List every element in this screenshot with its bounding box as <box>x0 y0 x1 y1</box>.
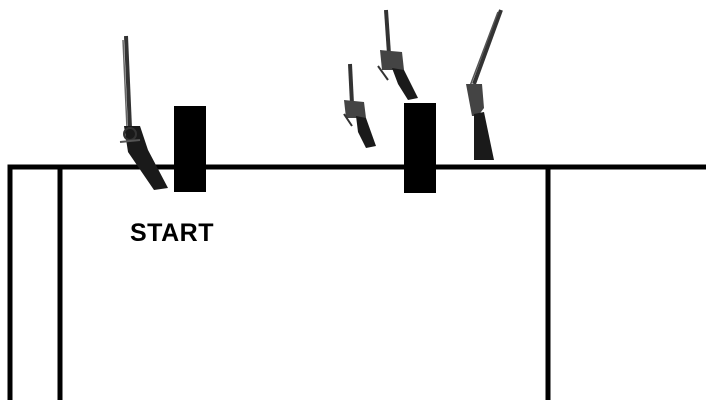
start-label: START <box>130 219 214 248</box>
revolver-icon <box>378 10 418 100</box>
stage-outline <box>10 167 706 400</box>
left-booth-outline <box>10 167 60 400</box>
barrier-left <box>174 106 206 192</box>
revolver-icon <box>344 64 376 148</box>
shotgun-icon <box>466 10 501 160</box>
barrier-right <box>404 103 436 193</box>
